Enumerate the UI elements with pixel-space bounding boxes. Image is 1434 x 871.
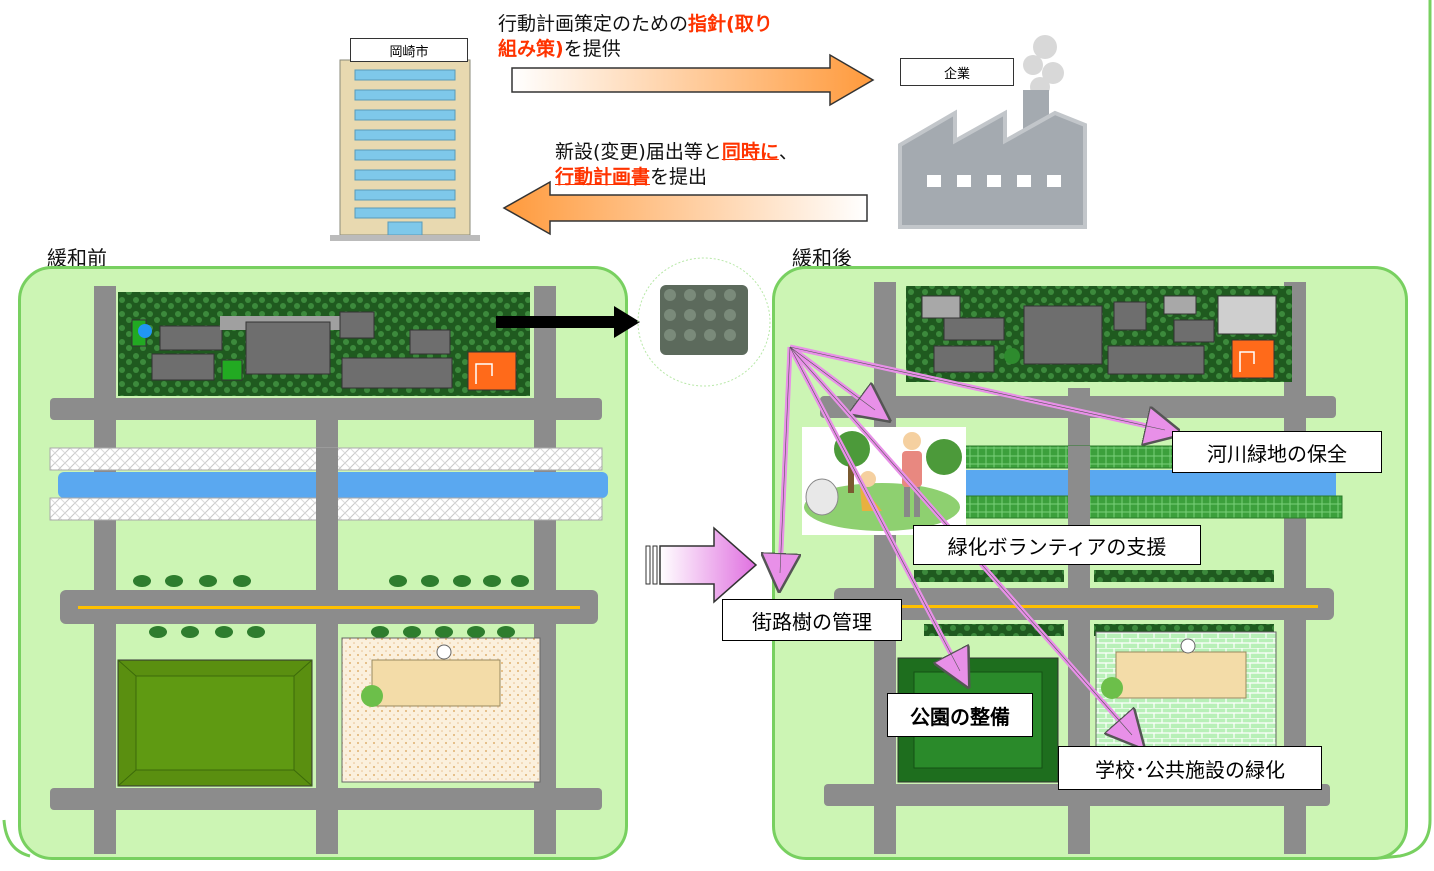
after-map	[820, 282, 1343, 854]
school-label: 学校･公共施設の緑化	[1058, 746, 1322, 790]
park-label: 公園の整備	[887, 693, 1033, 737]
tree-cluster-icon	[637, 257, 771, 387]
street-trees-label: 街路樹の管理	[722, 599, 902, 641]
submit-arrow	[502, 180, 868, 236]
greenery-arrow	[496, 306, 640, 338]
company-label: 企業	[900, 58, 1014, 86]
river-green-label: 河川緑地の保全	[1172, 431, 1382, 473]
transition-arrow	[645, 526, 758, 604]
volunteer-label: 緑化ボランティアの支援	[913, 525, 1201, 565]
provide-arrow	[511, 53, 875, 107]
provide-text: 行動計画策定のための指針(取り 組み策)を提供	[498, 13, 773, 60]
measure-arrows	[760, 344, 1180, 755]
before-map	[49, 286, 608, 854]
city-building-icon	[330, 59, 480, 241]
city-label: 岡崎市	[350, 38, 468, 62]
factory-icon	[898, 35, 1087, 229]
submit-text: 新設(変更)届出等と同時に、 行動計画書を提出	[555, 141, 798, 188]
